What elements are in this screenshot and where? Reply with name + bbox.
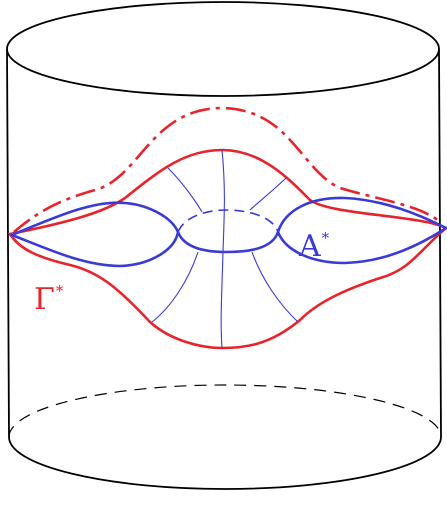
meridian-right-upper <box>249 177 287 211</box>
meridian-right-lower <box>251 251 299 323</box>
meridian-left-upper <box>167 167 203 213</box>
center-lens-front <box>176 231 280 254</box>
a-symbol: A <box>299 229 321 264</box>
cylinder-right-edge <box>438 48 442 438</box>
gamma-star-label: Γ* <box>34 276 63 315</box>
gamma-symbol: Γ <box>34 282 55 317</box>
right-lens <box>276 196 447 265</box>
meridian-center <box>220 149 225 349</box>
gamma-superscript: * <box>55 282 64 300</box>
a-star-label: A* <box>299 223 329 262</box>
red-surface-curve <box>7 148 447 350</box>
meridian-left-lower <box>151 251 199 323</box>
cylinder-bottom-front-arc <box>8 436 442 490</box>
blue-meridians <box>151 149 299 349</box>
red-dashdot-curve <box>13 106 441 233</box>
center-lens-back <box>177 209 279 233</box>
cylinder-bottom-back-arc <box>8 384 442 438</box>
cylinder <box>6 1 442 490</box>
cylinder-left-edge <box>6 48 10 438</box>
a-superscript: * <box>321 229 330 247</box>
blue-lens-shapes <box>8 196 447 268</box>
cylinder-top-ellipse <box>6 1 440 97</box>
